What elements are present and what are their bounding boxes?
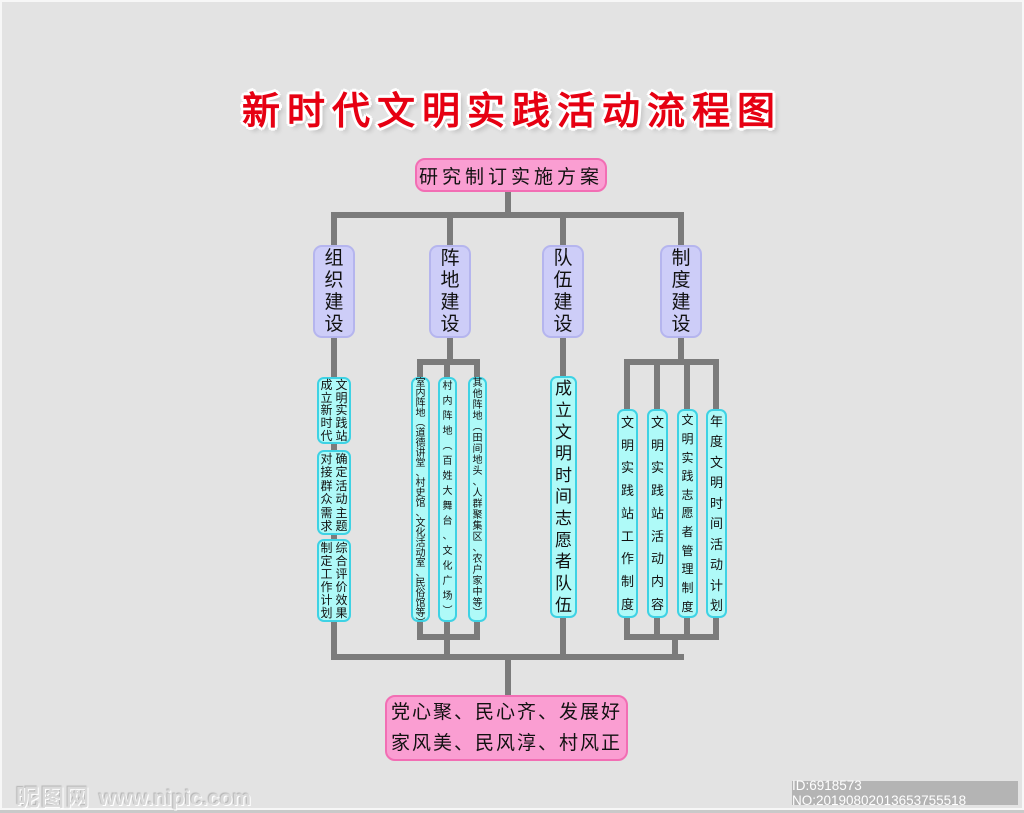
connector-line: [624, 359, 719, 365]
connector-line: [624, 615, 630, 640]
node-label-column: 对接群众需求: [320, 451, 333, 534]
node-label-column: 文明实践站活动内容: [650, 414, 664, 612]
node-label-column: 年度文明时间活动计划: [709, 413, 723, 614]
node-label-column: 成立文明时间志愿者队伍: [555, 379, 572, 615]
leaf-node: 年度文明时间活动计划: [706, 409, 727, 618]
connector-line: [331, 212, 684, 218]
node-label-column: 制定工作计划: [320, 540, 333, 621]
branch-node-system: 制度建设: [660, 245, 702, 338]
branch-node-team: 队伍建设: [542, 245, 584, 338]
connector-line: [505, 654, 511, 698]
node-label: 制度建设: [671, 247, 691, 336]
leaf-node: 文明实践站活动内容: [647, 409, 668, 618]
connector-line: [505, 190, 511, 216]
node-label-column: 确定活动主题: [335, 451, 348, 534]
leaf-node: 村内阵地︵百姓大舞台、文化广场︶: [438, 377, 457, 622]
leaf-node: 文明实践志愿者管理制度: [677, 409, 698, 618]
connector-line: [417, 618, 423, 640]
connector-line: [678, 212, 684, 248]
connector-line: [713, 615, 719, 640]
node-label-column: 成立新时代: [320, 378, 333, 443]
diagram-title: 新时代文明实践活动流程图: [241, 91, 782, 133]
connector-line: [684, 359, 690, 413]
connector-line: [672, 634, 678, 660]
leaf-node: 对接群众需求 确定活动主题: [317, 450, 351, 535]
node-label-column: 文明实践志愿者管理制度: [681, 413, 694, 614]
branch-node-position: 阵地建设: [429, 245, 471, 338]
result-line-2: 家风美、民风淳、村风正: [390, 733, 622, 754]
leaf-node: 成立文明时间志愿者队伍: [550, 376, 577, 618]
connector-line: [654, 615, 660, 640]
connector-line: [444, 634, 450, 660]
connector-line: [417, 359, 423, 381]
connector-line: [624, 634, 719, 640]
connector-line: [474, 359, 480, 381]
connector-line: [474, 618, 480, 640]
branch-node-organization: 组织建设: [313, 245, 355, 338]
node-result: 党心聚、民心齐、发展好 家风美、民风淳、村风正: [385, 695, 628, 761]
connector-line: [560, 212, 566, 248]
leaf-node: 室内阵地︵道德讲堂、村史馆、文化活动室、民俗馆等︶: [411, 377, 430, 629]
connector-line: [624, 359, 630, 413]
node-label: 研究制订实施方案: [418, 166, 603, 188]
node-label: 阵地建设: [440, 247, 460, 336]
connector-line: [331, 212, 337, 248]
connector-line: [444, 359, 450, 381]
watermark-site: 昵图网 www.nipic.com: [16, 778, 251, 812]
node-label-column: 文明实践站工作制度: [620, 414, 634, 612]
connector-line: [447, 335, 453, 365]
result-line-1: 党心聚、民心齐、发展好: [390, 702, 622, 723]
node-label: 组织建设: [324, 247, 344, 336]
leaf-node: 文明实践站工作制度: [617, 409, 638, 618]
watermark-site-url: www.nipic.com: [99, 787, 252, 810]
node-label-column: 其他阵地︵田间地头、人群聚集区、农户家中等︶: [472, 378, 483, 620]
leaf-node: 制定工作计划 综合评价效果: [317, 539, 351, 622]
node-implementation-plan: 研究制订实施方案: [415, 158, 607, 192]
leaf-node: 成立新时代 文明实践站: [317, 377, 351, 444]
connector-line: [447, 212, 453, 248]
node-label-column: 室内阵地︵道德讲堂、村史馆、文化活动室、民俗馆等︶: [415, 378, 426, 629]
leaf-node: 其他阵地︵田间地头、人群聚集区、农户家中等︶: [468, 377, 487, 622]
node-label-column: 村内阵地︵百姓大舞台、文化广场︶: [442, 380, 453, 618]
node-label: 队伍建设: [553, 247, 573, 336]
connector-line: [444, 618, 450, 640]
connector-line: [654, 359, 660, 413]
node-label-column: 文明实践站: [335, 378, 348, 443]
connector-line: [713, 359, 719, 413]
watermark-id-badge: ID:6918573 NO:20190802013653755518: [792, 778, 1018, 808]
node-label-column: 综合评价效果: [335, 540, 348, 621]
connector-line: [678, 335, 684, 365]
connector-line: [684, 615, 690, 640]
watermark-site-logo: 昵图网: [16, 784, 91, 810]
